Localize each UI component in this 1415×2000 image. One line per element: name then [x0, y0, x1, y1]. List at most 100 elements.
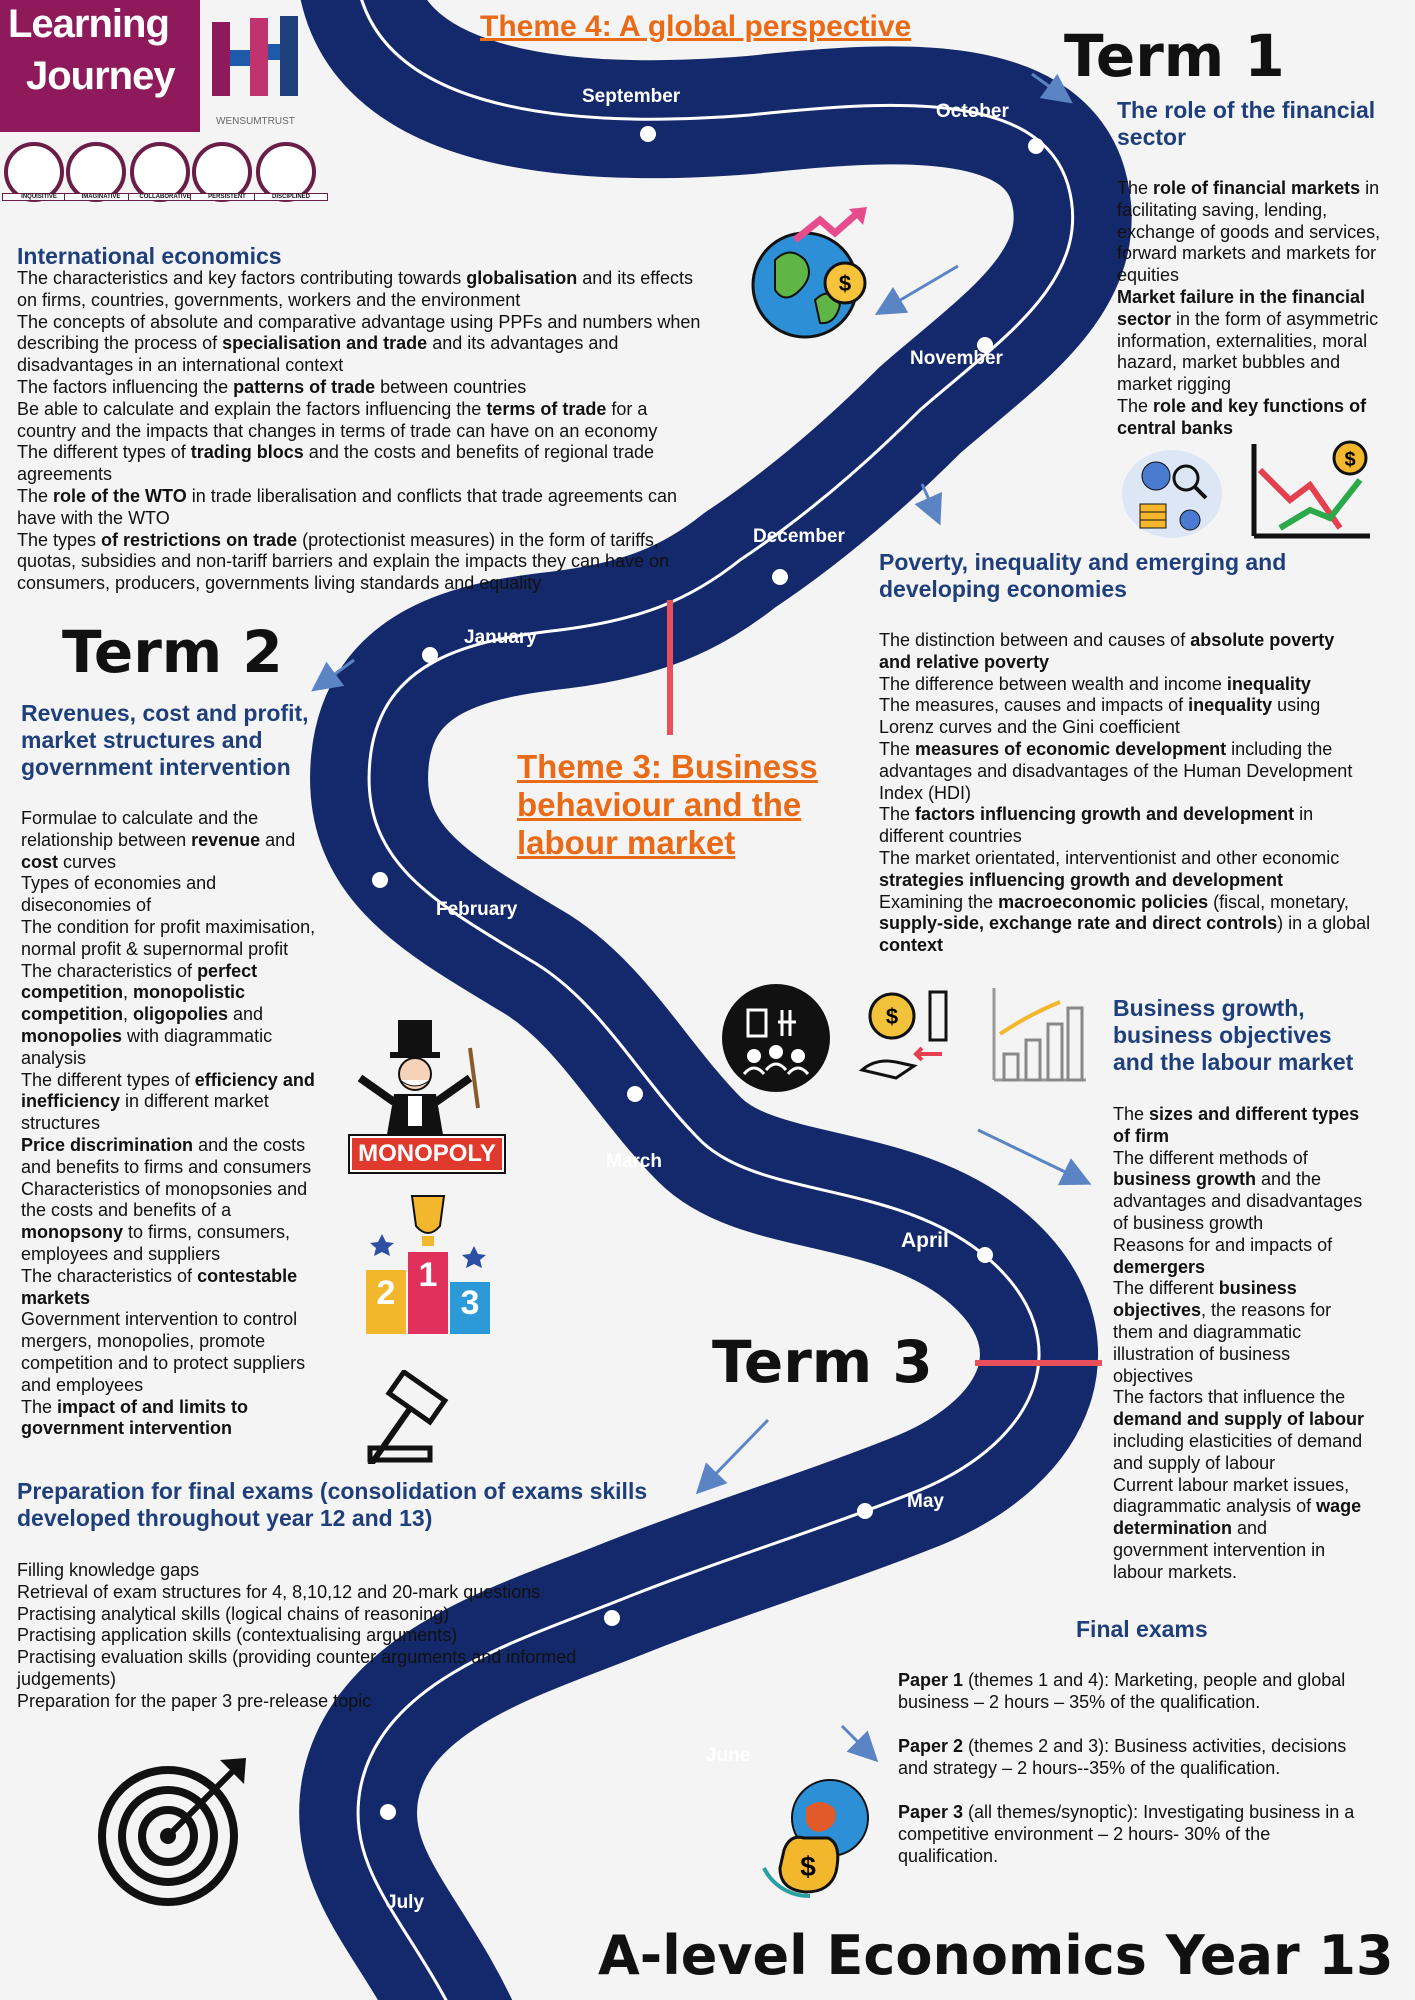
- text-line: The different types of efficiency and: [21, 1069, 315, 1090]
- svg-text:$: $: [839, 271, 851, 296]
- month-march: March: [606, 1151, 662, 1172]
- target-icon: [98, 1758, 246, 1906]
- text-line: labour markets.: [1113, 1561, 1238, 1582]
- text-line: Be able to calculate and explain the fac…: [17, 398, 648, 419]
- paper-1-text: Paper 1 (themes 1 and 4): Marketing, peo…: [898, 1670, 1346, 1712]
- text-line: The market orientated, interventionist a…: [879, 847, 1340, 868]
- strategy-team-icon: [722, 984, 830, 1092]
- text-line: and relative poverty: [879, 651, 1050, 672]
- term-3-heading: Term 3: [712, 1328, 933, 1396]
- text-line: Types of economies and: [21, 873, 217, 894]
- text-line: diagrammatic analysis of wage: [1113, 1496, 1362, 1517]
- text-line: The sizes and different types: [1113, 1104, 1360, 1124]
- theme-3-heading: Theme 3: Business behaviour and the labo…: [517, 748, 818, 861]
- monopoly-logo: MONOPOLY: [348, 1134, 506, 1174]
- text-line: Examining the macroeconomic policies (fi…: [879, 891, 1349, 912]
- badge-label: DISCIPLINED: [254, 193, 328, 201]
- trust-name: WENSUMTRUST: [216, 116, 295, 127]
- poverty-text: The distinction between and causes of ab…: [879, 630, 1399, 957]
- text-line: advantages and disadvantages of the Huma…: [879, 760, 1353, 781]
- text-line: them and diagrammatic: [1113, 1321, 1302, 1342]
- text-line: demand and supply of labour: [1113, 1409, 1365, 1430]
- text-line: demergers: [1113, 1256, 1206, 1277]
- text-line: Practising analytical skills (logical ch…: [17, 1603, 450, 1624]
- globe-growth-icon: $: [751, 207, 867, 339]
- text-line: competition, monopolistic: [21, 982, 246, 1003]
- text-line: The concepts of absolute and comparative…: [17, 311, 701, 332]
- text-line: employees and suppliers: [21, 1243, 221, 1264]
- text-line: Price discrimination and the costs: [21, 1134, 306, 1155]
- footer-title: A-level Economics Year 13: [598, 1924, 1394, 1987]
- gavel-icon: [367, 1370, 449, 1464]
- text-line: Characteristics of monopsonies and: [21, 1178, 308, 1199]
- text-line: The role of the WTO in trade liberalisat…: [17, 485, 677, 506]
- arrow-final: [840, 1724, 879, 1763]
- text-line: judgements): [17, 1668, 117, 1689]
- text-line: The role of financial markets in: [1117, 178, 1380, 198]
- podium-second: 2: [376, 1274, 396, 1312]
- arrow-business: [977, 1128, 1092, 1186]
- text-line: disadvantages in an international contex…: [17, 355, 344, 376]
- text-line: hazard, market bubbles and: [1117, 352, 1341, 373]
- text-line: of firm: [1113, 1125, 1169, 1146]
- learning-journey-logo: Learning Journey: [0, 0, 200, 132]
- text-line: monopsony to firms, consumers,: [21, 1222, 291, 1243]
- text-line: The difference between wealth and income…: [879, 673, 1311, 694]
- text-line: market rigging: [1117, 374, 1232, 395]
- text-line: Lorenz curves and the Gini coefficient: [879, 717, 1180, 738]
- text-line: The characteristics of contestable: [21, 1265, 298, 1286]
- text-line: information, externalities, moral: [1117, 330, 1368, 351]
- theme-4-heading: Theme 4: A global perspective: [480, 10, 912, 43]
- bar-growth-icon: [992, 988, 1086, 1082]
- text-line: sector in the form of asymmetric: [1117, 308, 1379, 329]
- month-february: February: [436, 899, 518, 920]
- text-line: The different business: [1113, 1278, 1297, 1299]
- market-crash-chart-icon: $: [1251, 440, 1370, 539]
- text-line: Preparation for the paper 3 pre-release …: [17, 1690, 372, 1711]
- text-line: forward markets and markets for: [1117, 243, 1377, 264]
- text-line: strategies influencing growth and develo…: [879, 869, 1284, 890]
- text-line: Current labour market issues,: [1113, 1474, 1350, 1495]
- text-line: Government intervention to control: [21, 1309, 298, 1330]
- text-line: consumers, producers, governments living…: [17, 573, 542, 594]
- text-line: of business growth: [1113, 1212, 1264, 1233]
- text-line: determination and: [1113, 1518, 1268, 1539]
- text-line: The role and key functions of: [1117, 395, 1367, 416]
- podium-third: 3: [460, 1284, 480, 1322]
- text-line: diseconomies of: [21, 895, 152, 916]
- text-line: advantages and disadvantages: [1113, 1191, 1363, 1212]
- arrow-term1: [1031, 72, 1073, 104]
- text-line: including elasticities of demand: [1113, 1430, 1363, 1451]
- paper-2-text: Paper 2 (themes 2 and 3): Business activ…: [898, 1736, 1347, 1778]
- month-may: May: [907, 1491, 944, 1512]
- text-line: The types of restrictions on trade (prot…: [17, 529, 659, 550]
- text-line: and employees: [21, 1374, 144, 1395]
- text-line: The different types of trading blocs and…: [17, 442, 655, 463]
- month-november: November: [910, 348, 1003, 369]
- text-line: illustration of business: [1113, 1343, 1291, 1364]
- text-line: describing the process of specialisation…: [17, 333, 619, 354]
- badge-persistent: PERSISTENT: [190, 142, 264, 202]
- text-line: Reasons for and impacts of: [1113, 1234, 1333, 1255]
- text-line: The factors influencing the patterns of …: [17, 376, 527, 397]
- text-line: relationship between revenue and: [21, 829, 296, 850]
- text-line: exchange of goods and services,: [1117, 221, 1381, 242]
- text-line: on firms, countries, governments, worker…: [17, 289, 521, 310]
- money-exchange-icon: $: [858, 990, 948, 1080]
- term-2-heading: Term 2: [62, 618, 283, 686]
- arrow-poverty: [914, 483, 942, 526]
- text-line: The characteristics of perfect: [21, 960, 258, 981]
- podium-first: 1: [418, 1256, 438, 1294]
- text-line: different countries: [879, 826, 1022, 847]
- text-line: The impact of and limits to: [21, 1396, 249, 1417]
- text-line: markets: [21, 1287, 91, 1308]
- text-line: facilitating saving, lending,: [1117, 199, 1328, 220]
- badge-collaborative: COLLABORATIVE: [128, 142, 202, 202]
- month-december: December: [753, 526, 845, 547]
- text-line: Formulae to calculate and the: [21, 808, 259, 828]
